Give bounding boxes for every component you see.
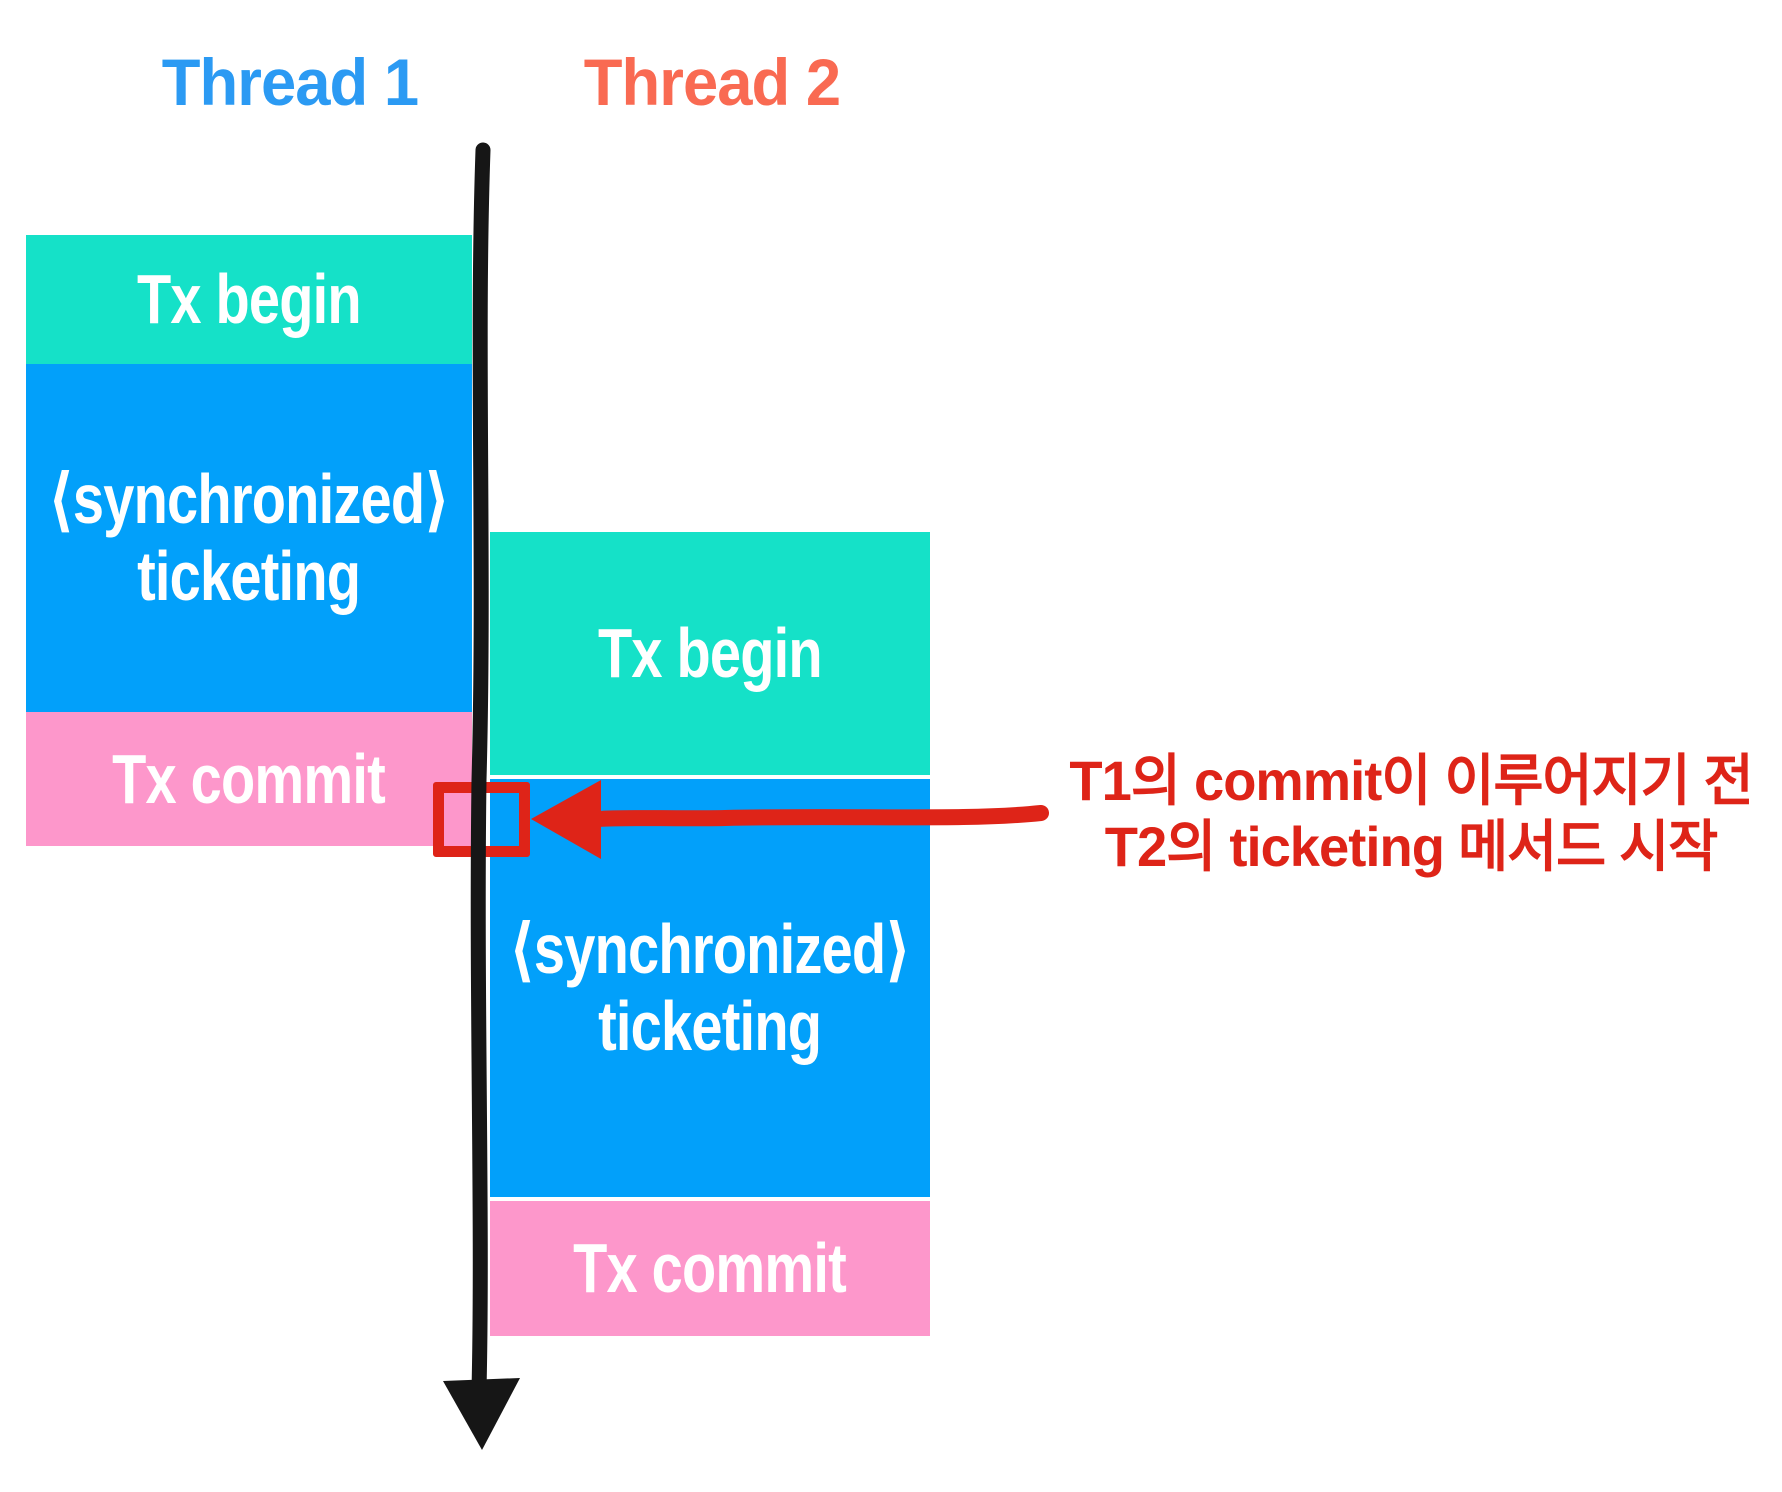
ticketing-line: ticketing <box>137 537 361 615</box>
synchronized-line: ⟨synchronized⟩ <box>509 910 912 988</box>
annotation-line1: T1의 commit이 이루어지기 전 <box>1069 749 1753 812</box>
red-arrowhead <box>531 780 601 859</box>
thread1-title: Thread 1 <box>161 45 419 119</box>
thread1-synchronized-ticketing-block: ⟨synchronized⟩ ticketing <box>26 364 472 712</box>
thread2-tx-begin-block: Tx begin <box>490 532 930 775</box>
synchronized-line: ⟨synchronized⟩ <box>48 460 451 538</box>
thread2-tx-commit-label: Tx commit <box>573 1229 848 1307</box>
thread2-tx-commit-block: Tx commit <box>490 1201 930 1336</box>
ticketing-line: ticketing <box>598 987 822 1065</box>
timeline-line-texture <box>472 147 486 1393</box>
annotation-text: T1의 commit이 이루어지기 전 T2의 ticketing 메서드 시작 <box>1040 748 1782 879</box>
thread2-synchronized-ticketing-block: ⟨synchronized⟩ ticketing <box>490 779 930 1197</box>
timeline-arrowhead <box>443 1378 520 1450</box>
thread1-tx-begin-label: Tx begin <box>137 260 362 338</box>
thread2-synchronized-ticketing-label: ⟨synchronized⟩ ticketing <box>509 910 912 1065</box>
red-left-arrow-icon <box>531 780 1049 859</box>
thread1-tx-commit-label: Tx commit <box>112 739 387 818</box>
thread2-tx-begin-label: Tx begin <box>598 614 823 692</box>
red-arrow-shaft <box>591 805 1049 827</box>
thread1-tx-commit-block: Tx commit <box>26 712 472 846</box>
thread1-synchronized-ticketing-label: ⟨synchronized⟩ ticketing <box>48 460 451 615</box>
thread2-title: Thread 2 <box>583 45 841 119</box>
thread1-tx-begin-block: Tx begin <box>26 235 472 364</box>
annotation-line2: T2의 ticketing 메서드 시작 <box>1104 814 1718 878</box>
timeline-down-arrow-icon <box>443 142 520 1450</box>
